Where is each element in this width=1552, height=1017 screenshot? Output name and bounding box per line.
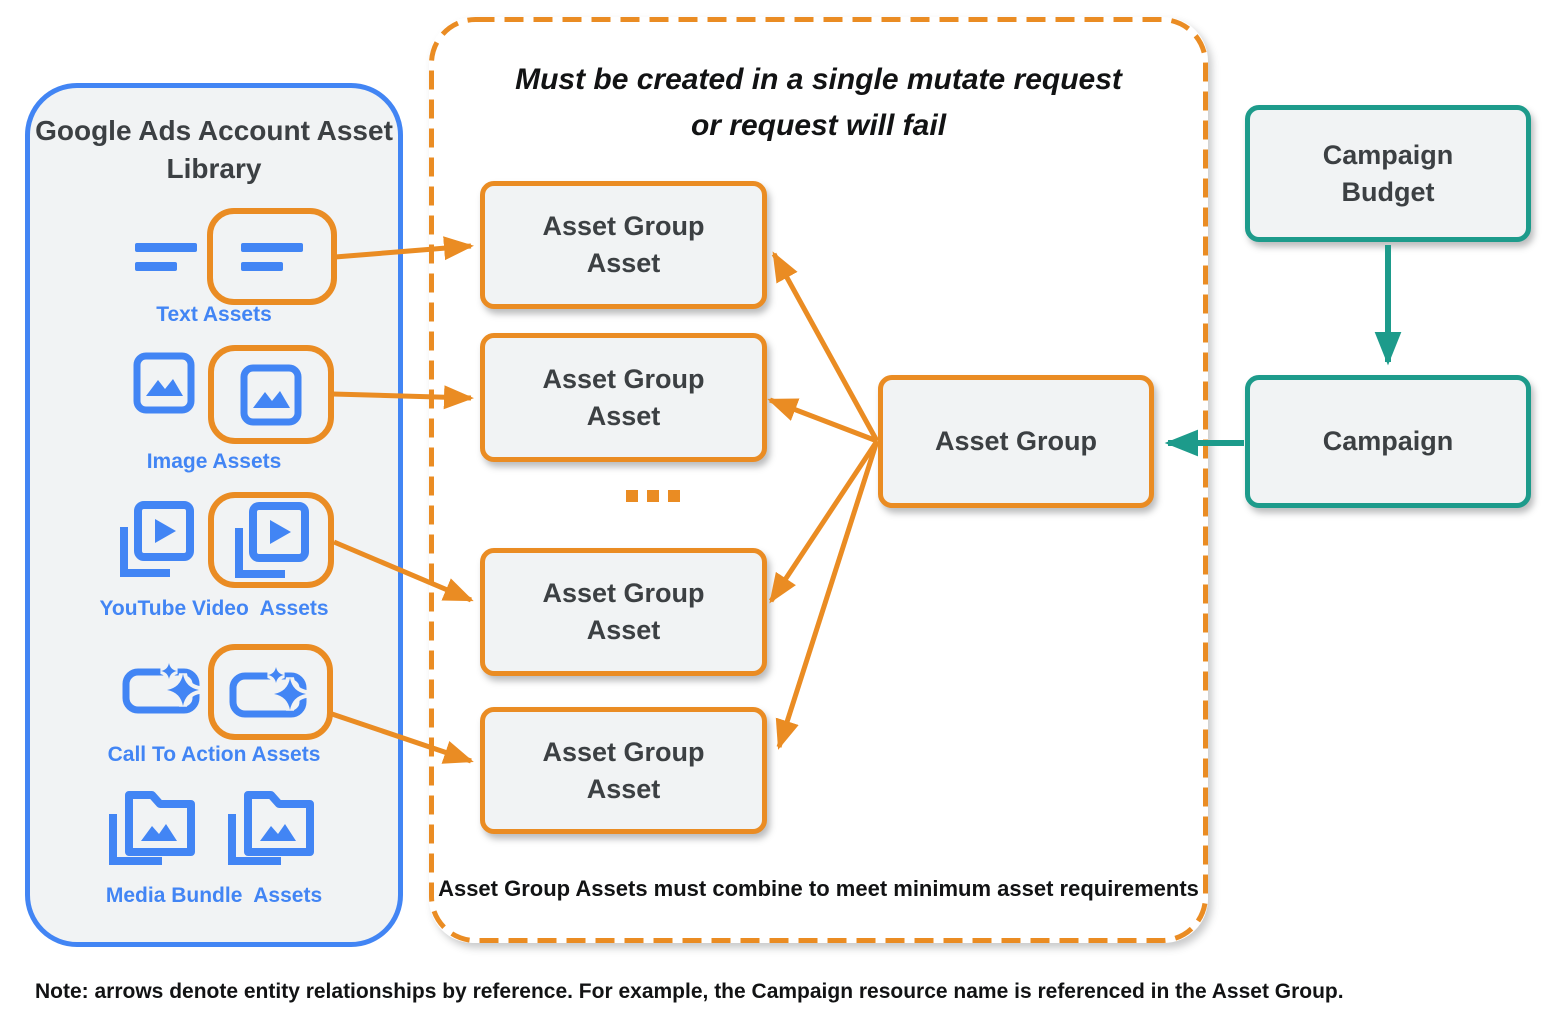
campaign-box: Campaign (1245, 375, 1531, 508)
asset-group-box: Asset Group (878, 375, 1154, 508)
image-icon (240, 364, 302, 425)
image-assets-label: Image Assets (146, 450, 282, 473)
youtube-video-icon (235, 502, 309, 578)
call-to-action-icon (122, 662, 206, 714)
reference-note: Note: arrows denote entity relationships… (35, 980, 1344, 1003)
asset-group-asset-label: Asset Group Asset (542, 363, 705, 431)
call-to-action-icon (229, 666, 307, 718)
image-asset-selected-wrapper (208, 345, 334, 444)
asset-group-asset-label: Asset Group Asset (542, 736, 705, 804)
mutate-request-title: Must be created in a single mutate reque… (429, 57, 1208, 149)
asset-group-asset-box-3: Asset Group Asset (480, 548, 767, 676)
asset-group-label: Asset Group (934, 426, 1098, 456)
image-icon (133, 352, 195, 414)
campaign-budget-label: Campaign Budget (1322, 139, 1454, 207)
mutate-title-line1: Must be created in a single mutate reque… (515, 63, 1122, 96)
text-lines-icon (135, 242, 197, 272)
campaign-label: Campaign (1322, 426, 1454, 456)
mutate-requirements-note: Asset Group Assets must combine to meet … (438, 876, 1199, 901)
campaign-budget-box: Campaign Budget (1245, 105, 1531, 242)
asset-group-asset-box-1: Asset Group Asset (480, 181, 767, 309)
ellipsis-dots (626, 490, 680, 502)
youtube-asset-selected-wrapper (208, 492, 334, 588)
media-bundle-icon (224, 786, 314, 868)
cta-asset-selected-wrapper (208, 644, 333, 740)
asset-group-asset-box-4: Asset Group Asset (480, 707, 767, 834)
media-bundle-icon (105, 786, 195, 868)
asset-group-asset-label: Asset Group Asset (542, 211, 705, 278)
asset-group-asset-label: Asset Group Asset (542, 578, 705, 645)
text-lines-icon (241, 242, 303, 271)
mutate-title-line2: or request will fail (690, 109, 947, 142)
youtube-video-assets-label: YouTube Video Assets (99, 597, 329, 620)
media-bundle-assets-label: Media Bundle Assets (105, 884, 323, 907)
asset-library-title: Google Ads Account Asset Library (35, 115, 393, 184)
text-assets-label: Text Assets (156, 303, 272, 326)
youtube-video-icon (117, 500, 195, 578)
asset-group-asset-box-2: Asset Group Asset (480, 333, 767, 462)
text-asset-selected-wrapper (207, 208, 337, 305)
call-to-action-assets-label: Call To Action Assets (107, 743, 321, 766)
